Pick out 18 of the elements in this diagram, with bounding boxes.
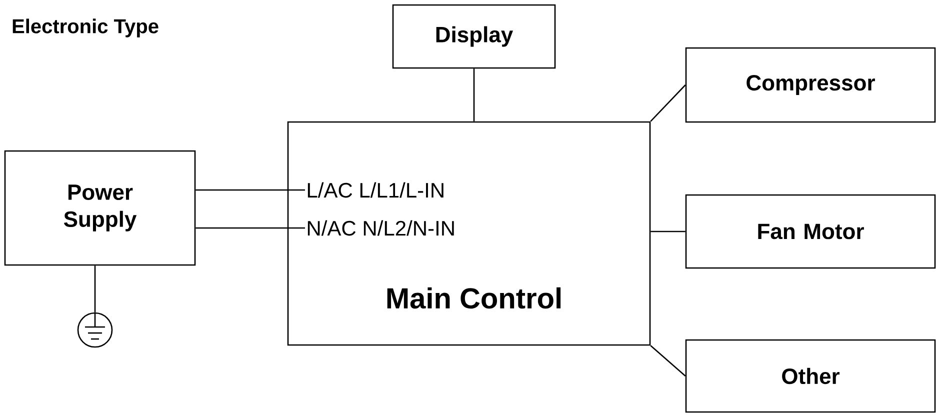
fan-motor-box: Fan Motor bbox=[685, 194, 936, 269]
connector-line bbox=[196, 227, 305, 229]
terminal-label: N/AC N/L2/N-IN bbox=[308, 220, 454, 236]
main-control-box bbox=[287, 121, 651, 346]
connector-line bbox=[94, 266, 96, 312]
display-box: Display bbox=[392, 4, 556, 69]
box-title: Main Control bbox=[387, 287, 561, 309]
connector-line bbox=[650, 230, 686, 232]
terminal-label: L/AC L/L1/L-IN bbox=[308, 182, 444, 198]
connector-line bbox=[650, 84, 686, 122]
other-box: Other bbox=[685, 339, 936, 413]
title: Electronic Type bbox=[12, 18, 158, 38]
ground-symbol bbox=[77, 312, 113, 348]
compressor-box: Compressor bbox=[685, 47, 936, 123]
connector-line bbox=[196, 189, 305, 191]
connector-line bbox=[650, 345, 686, 376]
connector-line bbox=[473, 68, 475, 122]
power-supply-box: Power Supply bbox=[4, 150, 196, 266]
